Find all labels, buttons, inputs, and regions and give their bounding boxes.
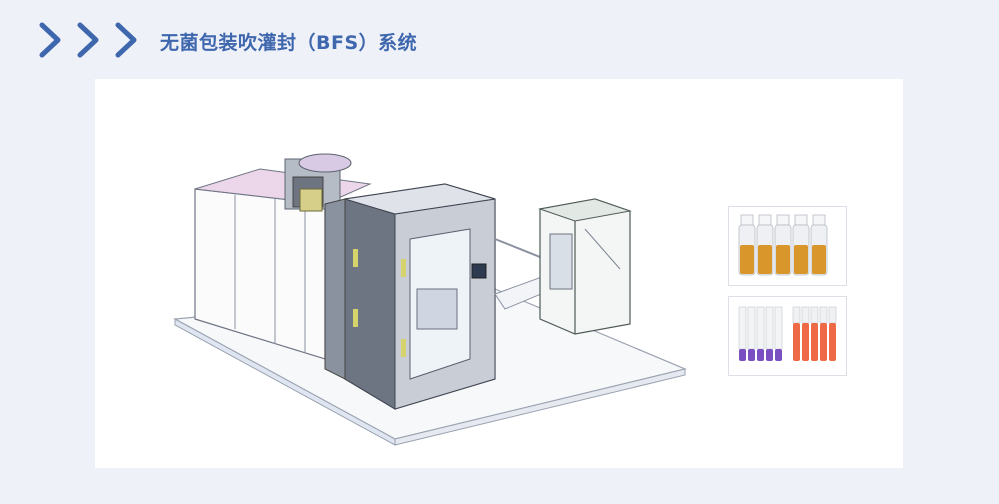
header-chevrons bbox=[34, 20, 144, 60]
product-thumbnail-vials bbox=[728, 296, 847, 376]
content-panel bbox=[95, 79, 903, 468]
chevron-right-icon bbox=[77, 22, 99, 58]
purple-orange-vial-strips bbox=[738, 306, 837, 361]
chevron-right-icon bbox=[39, 22, 61, 58]
chevron-right-icon bbox=[115, 22, 137, 58]
product-thumbnail-amber bbox=[728, 206, 847, 286]
page-title: 无菌包装吹灌封（BFS）系统 bbox=[160, 32, 418, 54]
amber-ampoule-strip bbox=[738, 214, 828, 276]
bfs-machine-illustration bbox=[172, 153, 687, 446]
